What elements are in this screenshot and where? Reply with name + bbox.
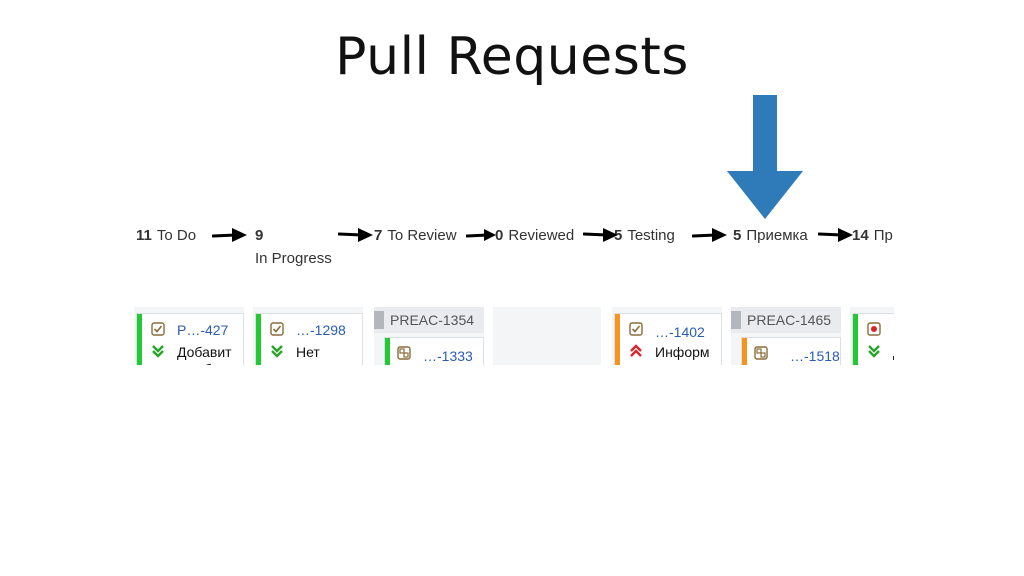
parent-issue-key[interactable]: PREAC-1354	[390, 312, 475, 328]
column-header-in-progress[interactable]: 9 In Progress	[255, 227, 332, 268]
issue-key-link[interactable]: …-1298	[296, 322, 346, 338]
lane-testing: …-1402 Информ ировани	[612, 307, 722, 375]
issue-summary: Д	[893, 344, 894, 360]
issue-card[interactable]: …-1298 Нет возможн	[255, 313, 363, 375]
issue-key-link[interactable]: …	[893, 322, 894, 338]
lane-next: … Д	[850, 307, 894, 375]
slide-title: Pull Requests	[335, 27, 689, 87]
parent-grip	[731, 311, 741, 329]
lane-reviewed	[493, 307, 601, 375]
issue-summary: Добавит	[177, 344, 232, 360]
parent-issue-bar[interactable]: PREAC-1465	[731, 307, 841, 333]
slide-background	[0, 365, 1024, 576]
checkbox-icon	[629, 322, 643, 336]
card-status-stripe	[385, 338, 390, 375]
column-count: 0	[495, 227, 504, 244]
column-count: 5	[733, 227, 742, 244]
card-status-stripe	[137, 314, 142, 375]
parent-issue-bar[interactable]: PREAC-1354	[374, 307, 484, 333]
column-count: 11	[136, 227, 152, 244]
issue-key-link[interactable]: …-1402	[655, 324, 705, 340]
column-count: 7	[374, 227, 383, 244]
card-status-stripe	[256, 314, 261, 375]
card-status-stripe	[853, 314, 858, 375]
parent-issue-key[interactable]: PREAC-1465	[747, 312, 832, 328]
column-name: Testing	[627, 227, 675, 244]
column-name-second-line: In Progress	[255, 250, 332, 267]
flow-arrow-icon	[583, 228, 618, 242]
priority-low-icon	[152, 345, 164, 358]
issue-key-link[interactable]: P…-427	[177, 322, 229, 338]
priority-low-icon	[868, 345, 880, 358]
column-name: To Do	[156, 227, 197, 244]
issue-card[interactable]: … Д	[852, 313, 894, 375]
card-status-stripe	[615, 314, 620, 375]
checkbox-icon	[151, 322, 165, 336]
issue-summary: Нет	[296, 344, 320, 360]
flow-arrow-icon	[818, 228, 853, 242]
bug-icon	[867, 322, 881, 336]
issue-key-link[interactable]: …-1518	[790, 348, 840, 364]
flow-arrow-icon	[692, 228, 727, 242]
pointer-down-arrow-icon	[727, 95, 803, 219]
issue-card[interactable]: P…-427 Добавит ь работу	[136, 313, 244, 375]
column-name: To Review	[387, 227, 457, 244]
subtask-icon	[754, 346, 768, 360]
priority-low-icon	[271, 345, 283, 358]
priority-high-icon	[630, 344, 642, 357]
column-name: Приемка	[746, 227, 808, 244]
lane-in-progress: …-1298 Нет возможн	[253, 307, 363, 375]
column-count: 9	[255, 227, 264, 244]
column-count: 14	[852, 227, 869, 244]
column-name: Reviewed	[508, 227, 575, 244]
flow-arrow-icon	[212, 228, 247, 242]
issue-summary: Информ	[655, 344, 710, 360]
subtask-icon	[397, 346, 411, 360]
issue-key-link[interactable]: …-1333	[423, 348, 473, 364]
parent-grip	[374, 311, 384, 329]
lane-todo: P…-427 Добавит ь работу	[134, 307, 244, 375]
checkbox-icon	[270, 322, 284, 336]
column-name: Пр	[873, 227, 893, 244]
card-status-stripe	[742, 338, 747, 375]
flow-arrow-icon	[338, 228, 373, 242]
column-count: 5	[614, 227, 623, 244]
flow-arrow-icon	[466, 229, 496, 241]
